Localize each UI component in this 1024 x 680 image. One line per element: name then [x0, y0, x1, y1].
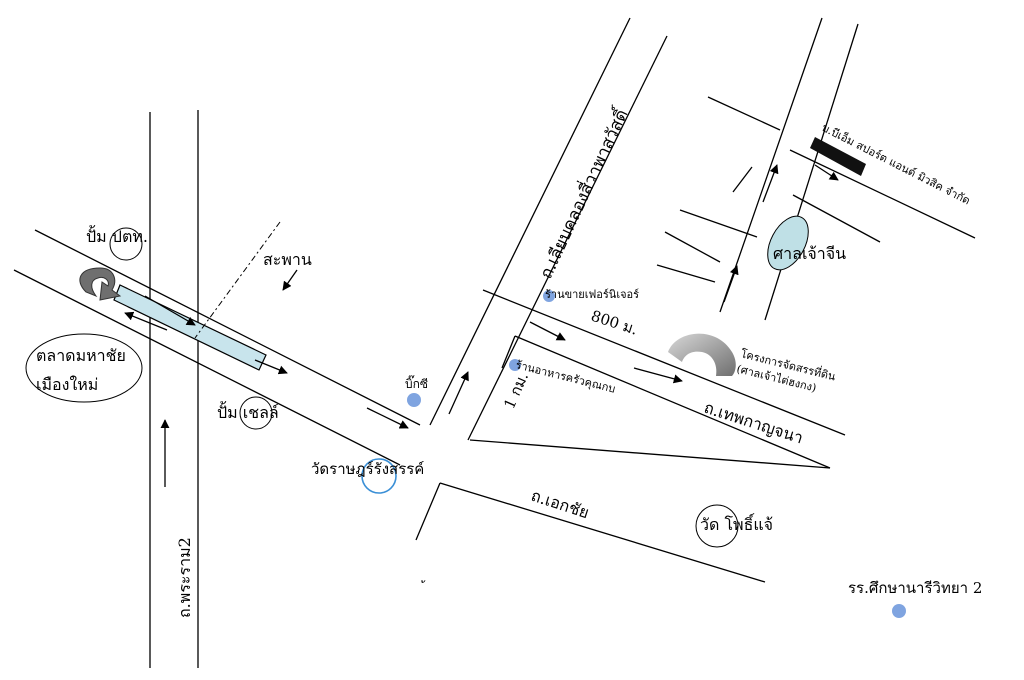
- bridge-pointer-arrow: [282, 269, 298, 291]
- shell-pump-label: ปั้ม เชลล์: [217, 401, 279, 422]
- school-label: รร.ศึกษานารีวิทยา 2: [848, 579, 982, 597]
- bridge-label: สะพาน: [263, 250, 312, 269]
- road-label-liab-khlong: ถ.เลียบคลองสี่วาพาสวัสดิ์: [534, 103, 634, 282]
- road-ekachai-west: [13, 229, 421, 466]
- ptt-pump-label: ปั้ม ปตท.: [86, 225, 148, 246]
- company-building: [810, 137, 866, 176]
- shrine-marker: [767, 215, 809, 271]
- market-label-line1: ตลาดมหาชัย: [36, 346, 126, 365]
- road-liab-khlong: [415, 17, 668, 541]
- poi-dots: [407, 290, 906, 618]
- distance-1km-label: 1 กม.: [500, 370, 532, 412]
- labels: ปั้ม ปตท. สะพาน ตลาดมหาชัย เมืองใหม่ ปั้…: [36, 103, 982, 618]
- wat-rat-label: วัดราษฎร์รังสรรค์: [311, 460, 424, 478]
- u-turn-arrow-icon: [79, 267, 122, 301]
- distance-800-label: 800 ม.: [589, 307, 640, 339]
- road-phra-ram-2: [149, 110, 199, 668]
- side-streets: [656, 17, 976, 321]
- landmark-circles: [25, 227, 739, 548]
- road-label-phra-ram-2: ถ.พระราม2: [175, 537, 194, 618]
- wat-pho-label: วัด โพธิ์แจ้: [700, 513, 773, 534]
- road-label-thep-kanchana: ถ.เทพกาญจนา: [702, 398, 806, 448]
- road-label-ekachai: ถ.เอกชัย: [529, 486, 592, 523]
- direction-arrows: [124, 164, 839, 487]
- shrine-label: ศาลเจ้าจีน: [773, 244, 846, 263]
- big-c-label: บิ๊กซี: [405, 375, 428, 391]
- road-ekachai-east: [439, 439, 831, 583]
- road-thep-kanchana: [482, 289, 846, 469]
- furniture-shop-label: ร้านขายเฟอร์นิเจอร์: [545, 288, 639, 301]
- project-arc-icon: [668, 333, 736, 376]
- market-label-line2: เมืองใหม่: [36, 375, 98, 394]
- small-mark: ้: [421, 580, 426, 583]
